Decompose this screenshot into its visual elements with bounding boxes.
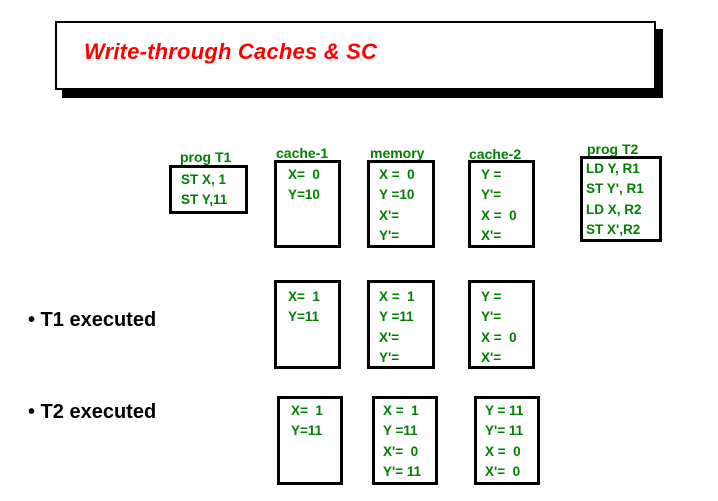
- cache1-box: X= 1 Y=11: [274, 280, 341, 369]
- prog-t2-line: ST X',R2: [586, 222, 641, 237]
- cache2-line: Y'= 11: [485, 423, 524, 438]
- memory-line: X'=: [379, 330, 400, 345]
- memory-line: Y =10: [379, 187, 415, 202]
- cache2-line: X = 0: [481, 330, 517, 345]
- memory-line: X'=: [379, 208, 400, 223]
- cache2-line: X'= 0: [485, 464, 521, 479]
- header-cache2: cache-2: [469, 146, 522, 162]
- cache1-line: X= 1: [291, 403, 323, 418]
- cache2-line: X'=: [481, 228, 502, 243]
- cache2-line: X'=: [481, 350, 502, 365]
- prog-t2-line: LD Y, R1: [586, 161, 640, 176]
- cache2-line: Y =: [481, 289, 502, 304]
- prog-t1-line: ST X, 1: [181, 172, 227, 187]
- header-memory: memory: [370, 145, 425, 161]
- memory-line: Y'= 11: [383, 464, 422, 479]
- row-label-t2-executed: • T2 executed: [28, 401, 157, 423]
- memory-box: X = 1 Y =11 X'= 0 Y'= 11: [372, 396, 438, 485]
- slide-title: Write-through Caches & SC: [84, 39, 378, 64]
- cache1-box: X= 1 Y=11: [277, 396, 343, 485]
- cache1-line: Y=11: [288, 309, 320, 324]
- cache1-line: Y=10: [288, 187, 320, 202]
- cache2-line: Y =: [481, 167, 502, 182]
- cache1-box: X= 0 Y=10: [274, 160, 341, 248]
- prog-t1-box: ST X, 1 ST Y,11: [169, 165, 248, 214]
- header-prog-t1: prog T1: [180, 149, 232, 165]
- cache1-line: X= 1: [288, 289, 320, 304]
- memory-line: X = 0: [379, 167, 415, 182]
- header-cache1: cache-1: [276, 145, 329, 161]
- cache2-line: Y = 11: [485, 403, 524, 418]
- memory-line: X'= 0: [383, 444, 419, 459]
- cache1-line: X= 0: [288, 167, 320, 182]
- cache2-line: Y'=: [481, 187, 502, 202]
- cache2-box: Y = 11 Y'= 11 X = 0 X'= 0: [474, 396, 540, 485]
- cache2-box: Y = Y'= X = 0 X'=: [468, 160, 535, 248]
- memory-line: Y'=: [379, 228, 400, 243]
- memory-line: X = 1: [379, 289, 415, 304]
- memory-line: Y'=: [379, 350, 400, 365]
- cache2-line: Y'=: [481, 309, 502, 324]
- header-prog-t2: prog T2: [587, 141, 639, 157]
- prog-t2-box: LD Y, R1 ST Y', R1 LD X, R2 ST X',R2: [580, 156, 662, 242]
- cache2-line: X = 0: [481, 208, 517, 223]
- cache1-line: Y=11: [291, 423, 323, 438]
- prog-t2-line: ST Y', R1: [586, 181, 644, 196]
- title-box: Write-through Caches & SC: [55, 21, 656, 90]
- memory-line: Y =11: [383, 423, 418, 438]
- memory-box: X = 1 Y =11 X'= Y'=: [367, 280, 435, 369]
- cache2-box: Y = Y'= X = 0 X'=: [468, 280, 535, 369]
- cache2-line: X = 0: [485, 444, 521, 459]
- memory-box: X = 0 Y =10 X'= Y'=: [367, 160, 435, 248]
- memory-line: X = 1: [383, 403, 419, 418]
- row-label-t1-executed: • T1 executed: [28, 309, 157, 331]
- prog-t1-line: ST Y,11: [181, 192, 228, 207]
- prog-t2-line: LD X, R2: [586, 202, 642, 217]
- memory-line: Y =11: [379, 309, 414, 324]
